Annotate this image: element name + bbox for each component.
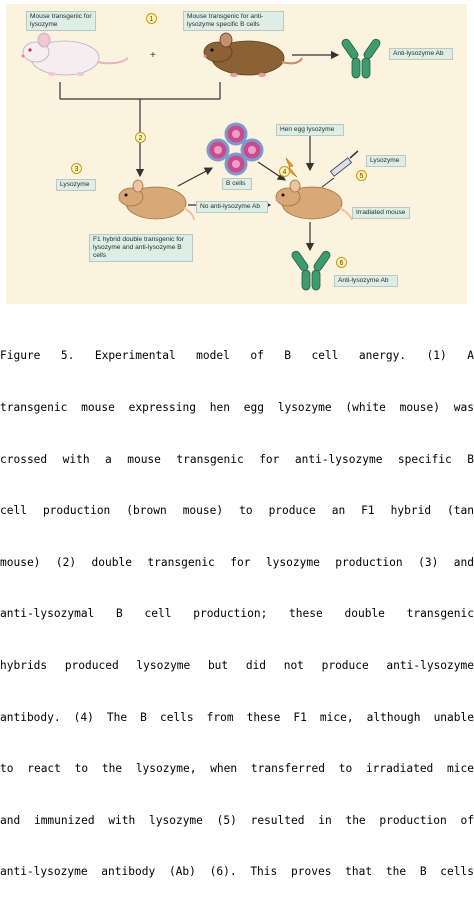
label-b-cells: B cells — [222, 178, 252, 190]
step-3: 3 — [71, 163, 82, 174]
step-1: 1 — [146, 13, 157, 24]
white-mouse — [21, 32, 129, 76]
syringe-icon — [321, 150, 359, 188]
b-cells — [206, 122, 264, 176]
label-anti-lysozyme-ab-bottom: Anti-lysozyme Ab — [334, 275, 398, 287]
tan-mouse — [118, 179, 195, 221]
figure-caption: Figure 5. Experimental model of B cell a… — [0, 313, 474, 898]
label-lysozyme-left: Lysozyme — [56, 179, 96, 191]
caption-line: mouse) (2) double transgenic for lysozym… — [0, 555, 474, 569]
figure-illustration: + — [21, 32, 381, 291]
label-irradiated-mouse: Irradiated mouse — [352, 207, 410, 219]
step-4: 4 — [279, 166, 290, 177]
step-2: 2 — [135, 132, 146, 143]
label-anti-lysozyme-mouse: Mouse transgenic for anti-lysozyme speci… — [183, 11, 284, 31]
caption-line: and immunized with lysozyme (5) resulted… — [0, 813, 474, 827]
label-anti-lysozyme-ab-top: Anti-lysozyme Ab — [389, 48, 453, 60]
label-f1-hybrid: F1 hybrid double transgenic for lysozyme… — [89, 234, 193, 262]
figure: + Mouse transgenic for lysozyme Mouse tr… — [0, 0, 474, 310]
step-6: 6 — [336, 257, 347, 268]
antibody-top-icon — [341, 38, 381, 79]
irradiated-mouse — [275, 179, 353, 221]
caption-line: cell production (brown mouse) to produce… — [0, 504, 474, 518]
irradiation-lightning-icon — [285, 157, 298, 178]
brown-mouse — [203, 32, 303, 77]
antibody-bottom-icon — [291, 250, 331, 291]
caption-line: to react to the lysozyme, when transferr… — [0, 762, 474, 776]
caption-line: hybrids produced lysozyme but did not pr… — [0, 658, 474, 672]
caption-line: transgenic mouse expressing hen egg lyso… — [0, 401, 474, 414]
label-lysozyme-mouse: Mouse transgenic for lysozyme — [26, 11, 96, 31]
caption-line: crossed with a mouse transgenic for anti… — [0, 452, 474, 466]
label-no-anti-lysozyme-ab: No anti-lysozyme Ab — [196, 201, 268, 213]
cross-plus: + — [150, 50, 156, 61]
caption-line: anti-lysozyme antibody (Ab) (6). This pr… — [0, 865, 474, 879]
step-5: 5 — [356, 170, 367, 181]
cross-lines — [59, 50, 340, 252]
caption-line: Figure 5. Experimental model of B cell a… — [0, 349, 474, 363]
label-lysozyme-right: Lysozyme — [366, 155, 406, 167]
label-hen-egg-lysozyme: Hen egg lysozyme — [276, 124, 344, 136]
caption-line: antibody. (4) The B cells from these F1 … — [0, 710, 474, 724]
caption-line: anti-lysozymal B cell production; these … — [0, 607, 474, 621]
